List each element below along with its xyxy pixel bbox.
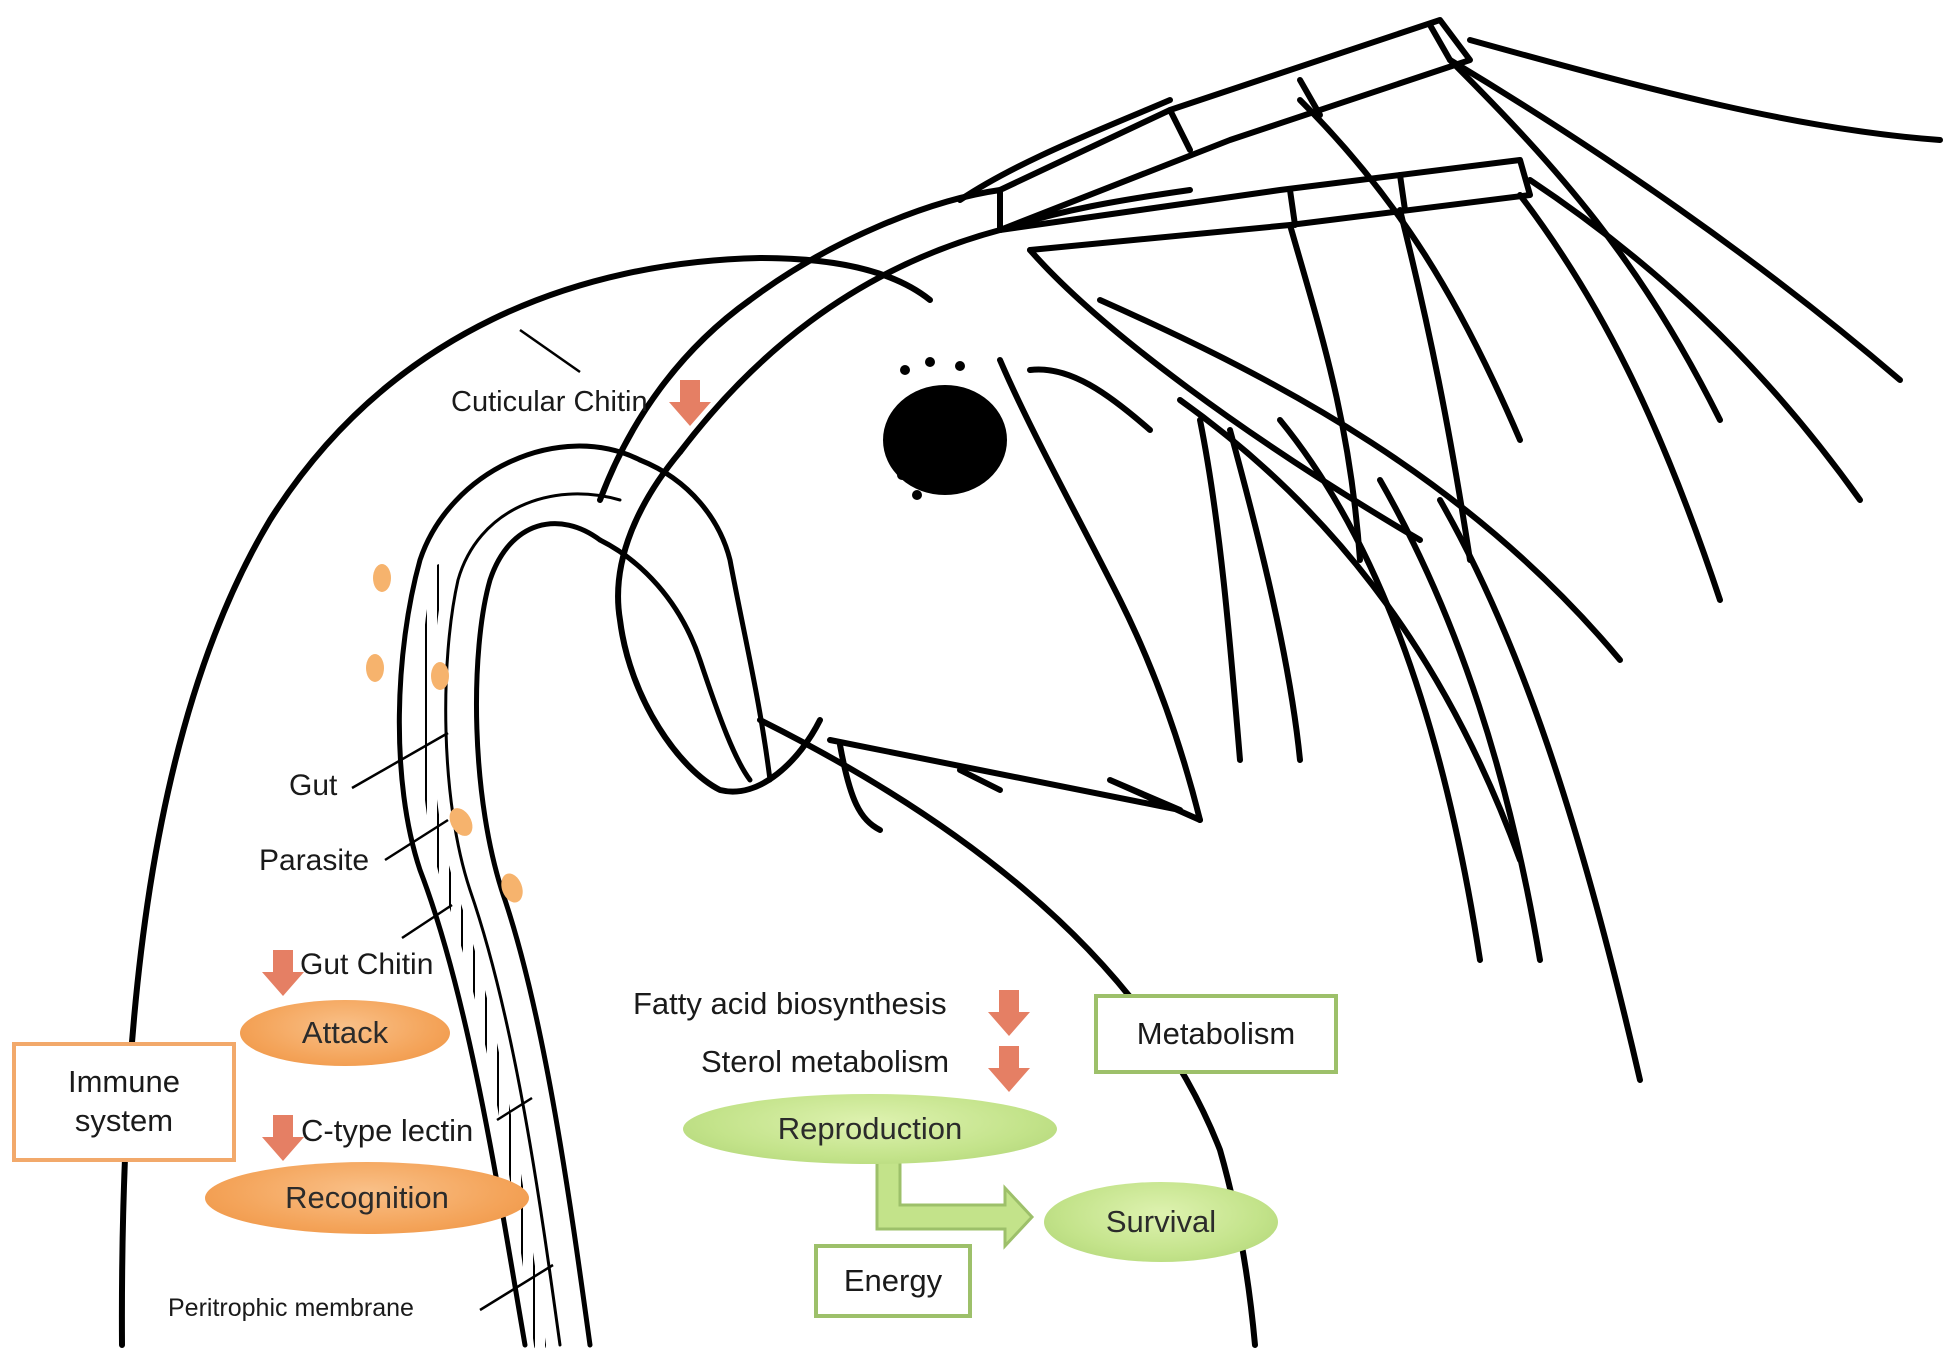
energy-label: Energy [843,1262,943,1298]
gut-chitin-label: Gut Chitin [300,948,434,981]
carapace-outline [118,255,933,1348]
sterol-metabolism-label: Sterol metabolism [701,1044,950,1079]
immune-system-box: Immune system [12,1042,236,1162]
c-type-lectin-label: C-type lectin [301,1113,474,1148]
eye [883,385,1007,495]
immune-system-line2: system [74,1103,174,1138]
metabolism-label: Metabolism [1136,1015,1296,1051]
immune-system-line1: Immune [68,1064,180,1100]
gut-inner-wall [473,521,603,1348]
attack-ellipse: Attack [240,1000,450,1066]
antenna-lower [997,157,1533,253]
setae [1467,37,1943,143]
parasite-spores [366,564,523,903]
attack-label: Attack [301,1015,389,1050]
gut-villi [420,564,546,1351]
metabolism-box: Metabolism [1094,994,1338,1074]
survival-label: Survival [1105,1204,1217,1239]
fatty-acid-biosynthesis-label: Fatty acid biosynthesis [633,986,947,1021]
recognition-label: Recognition [285,1180,449,1215]
reproduction-label: Reproduction [777,1111,963,1146]
parasite-label: Parasite [259,844,370,877]
peritrophic-membrane-line [444,492,622,1347]
reproduction-ellipse: Reproduction [683,1094,1057,1164]
recognition-ellipse: Recognition [205,1162,529,1234]
survival-ellipse: Survival [1044,1182,1278,1262]
energy-box: Energy [814,1244,972,1318]
head-outline [597,187,1003,503]
rostrum-outline [615,449,823,795]
cuticular-chitin-label: Cuticular Chitin [451,386,648,418]
antenna-upper [997,17,1473,233]
peritrophic-membrane-label: Peritrophic membrane [168,1294,414,1322]
gut-label: Gut [289,769,338,802]
